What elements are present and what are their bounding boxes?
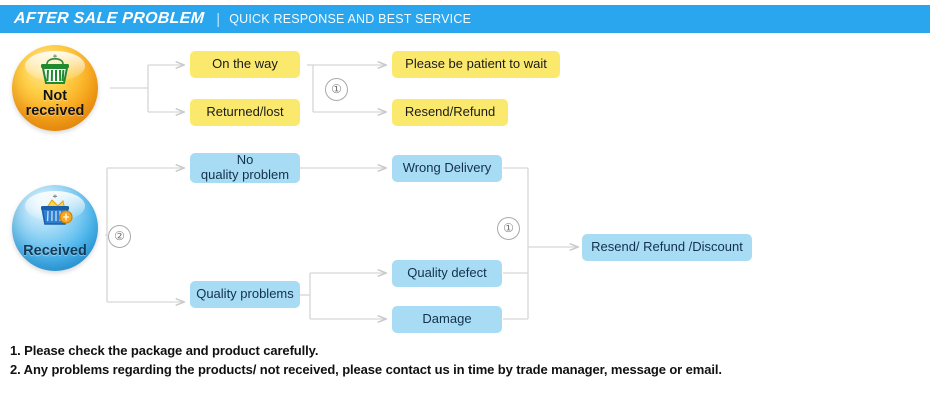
note-line-1: 1. Please check the package and product … (10, 343, 319, 358)
flow-box-resend-refund[interactable]: Resend/Refund (392, 99, 508, 126)
flow-box-quality-defect[interactable]: Quality defect (392, 260, 502, 287)
shopping-basket-icon (41, 54, 69, 84)
note-line-2: 2. Any problems regarding the products/ … (10, 362, 722, 378)
step-marker-1-branch-not-received: ① (325, 78, 348, 101)
header-subtitle: QUICK RESPONSE AND BEST SERVICE (229, 12, 472, 26)
flow-box-quality-problems[interactable]: Quality problems (190, 281, 300, 308)
badge-not-received: Not received (12, 45, 98, 131)
footer-notes: 1. Please check the package and product … (10, 341, 920, 379)
flow-box-please-be-patient[interactable]: Please be patient to wait (392, 51, 560, 78)
flow-box-damage[interactable]: Damage (392, 306, 502, 333)
step-marker-2-branch-received: ② (108, 225, 131, 248)
flow-box-resend-refund-discount[interactable]: Resend/ Refund /Discount (582, 234, 752, 261)
shopping-basket-coin-icon (41, 194, 73, 225)
header-bar: AFTER SALE PROBLEM | QUICK RESPONSE AND … (0, 5, 930, 33)
badge-received-label: Received (23, 244, 87, 259)
flow-box-no-quality-problem[interactable]: No quality problem (190, 153, 300, 183)
badge-not-received-label: Not received (26, 89, 85, 119)
flow-box-wrong-delivery[interactable]: Wrong Delivery (392, 155, 502, 182)
flow-box-line1: No (236, 152, 254, 168)
badge-received: Received (12, 185, 98, 271)
flow-box-returned-lost[interactable]: Returned/lost (190, 99, 300, 126)
badge-label-line1: Not (42, 88, 68, 105)
badge-label-line1: Received (23, 243, 87, 260)
flow-box-on-the-way[interactable]: On the way (190, 51, 300, 78)
page-title: AFTER SALE PROBLEM (13, 10, 205, 27)
badge-label-line2: received (25, 103, 85, 120)
header-separator: | (216, 10, 221, 28)
step-marker-1-branch-received: ① (497, 217, 520, 240)
flow-box-line2: quality problem (200, 167, 290, 182)
